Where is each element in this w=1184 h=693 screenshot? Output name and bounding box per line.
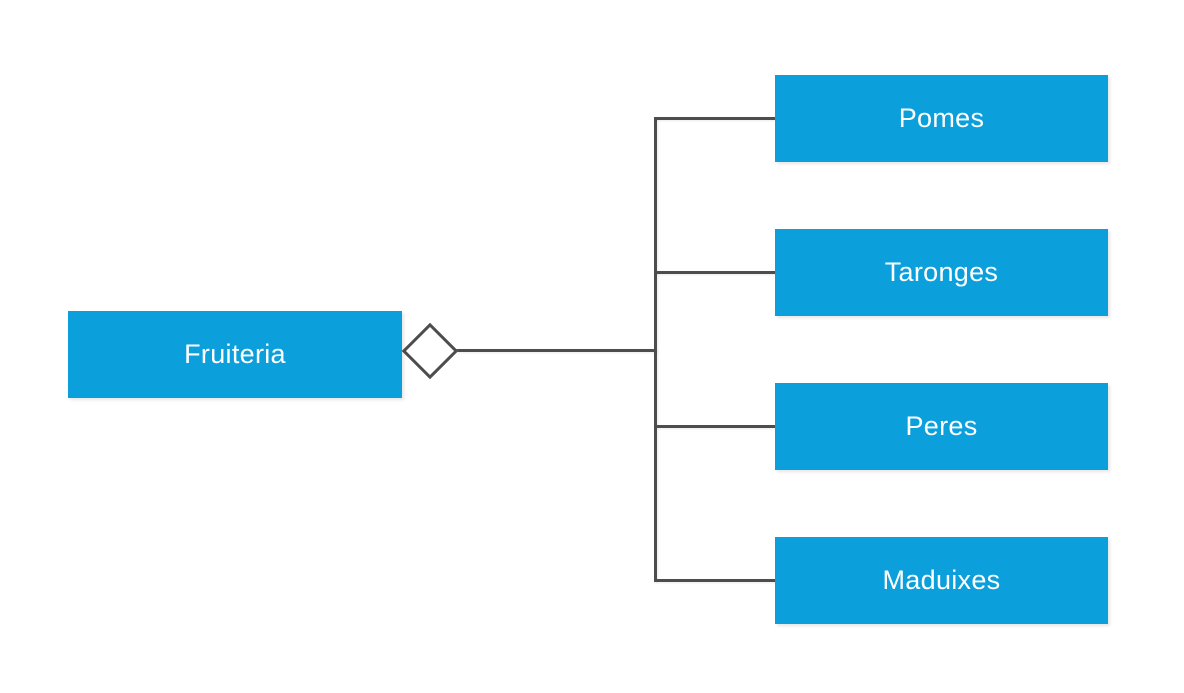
connector-line-branch-peres (654, 425, 775, 428)
connector-line-branch-maduixes (654, 579, 775, 582)
node-maduixes[interactable]: Maduixes (775, 537, 1108, 624)
connector-line-trunk (654, 117, 657, 582)
connector-line-branch-taronges (654, 271, 775, 274)
connector-line-root-to-trunk (455, 349, 657, 352)
node-taronges[interactable]: Taronges (775, 229, 1108, 316)
node-fruiteria-label: Fruiteria (184, 339, 286, 369)
connector-line-branch-pomes (654, 117, 775, 120)
node-peres[interactable]: Peres (775, 383, 1108, 470)
node-peres-label: Peres (905, 411, 978, 441)
node-pomes[interactable]: Pomes (775, 75, 1108, 162)
node-pomes-label: Pomes (898, 103, 985, 133)
node-maduixes-label: Maduixes (882, 565, 1001, 595)
node-taronges-label: Taronges (884, 257, 999, 287)
node-fruiteria[interactable]: Fruiteria (68, 311, 402, 398)
diamond-connector-icon (401, 322, 459, 380)
